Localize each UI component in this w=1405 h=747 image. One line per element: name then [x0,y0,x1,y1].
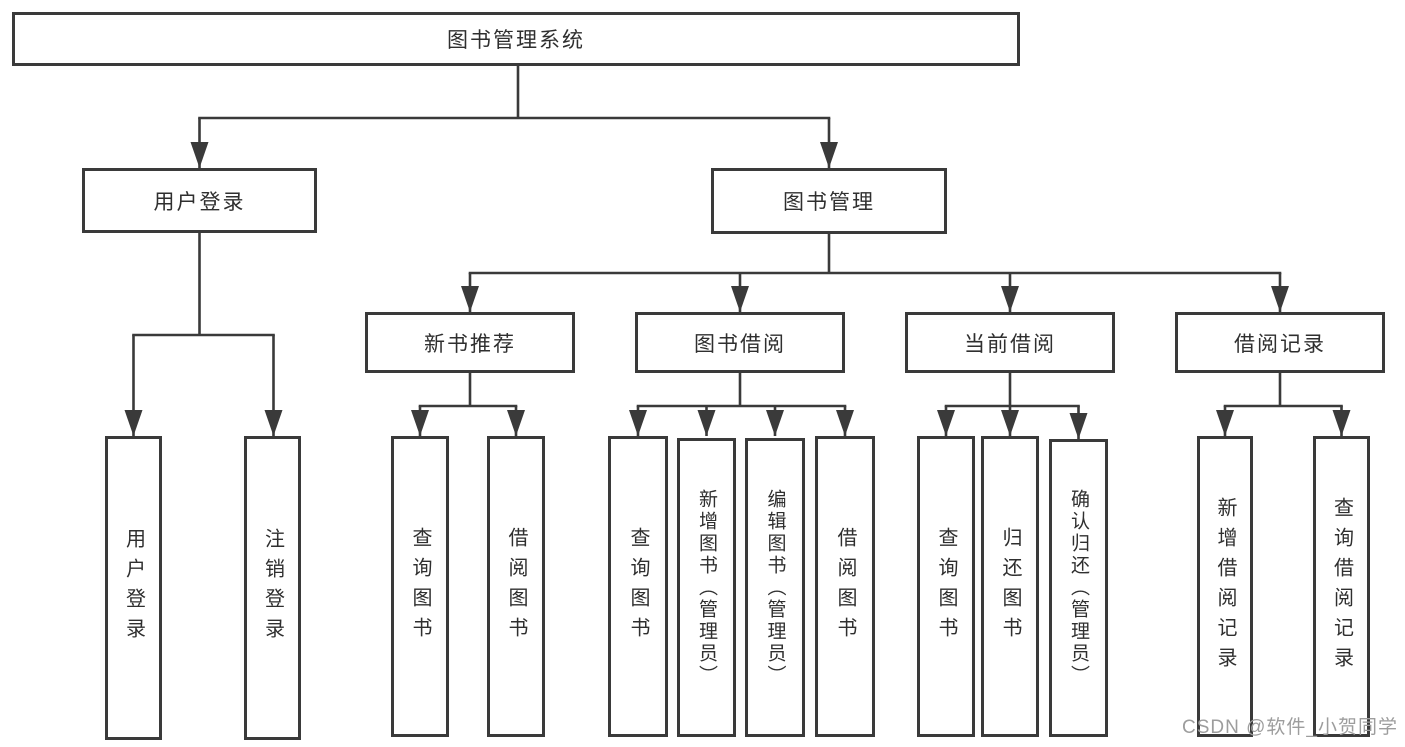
node-book-borrowing: 图书借阅 [635,312,845,373]
node-query-borrow-record: 查询借阅记录 [1313,436,1370,737]
node-label: 查询图书 [627,526,649,647]
node-add-borrow-record: 新增借阅记录 [1197,436,1253,737]
node-edit-book-admin: 编辑图书（管理员） [745,438,805,737]
node-label: 用户登录 [153,190,246,214]
node-logout: 注销登录 [244,436,301,740]
node-query-books-recommend: 查询图书 [391,436,449,737]
node-borrow-books-borrowing: 借阅图书 [815,436,875,737]
node-label: 图书借阅 [694,332,786,356]
node-label: 查询图书 [935,526,957,647]
node-label: 新增借阅记录 [1214,496,1236,677]
node-query-books-current: 查询图书 [917,436,975,737]
node-label: 查询图书 [409,526,431,647]
node-label: 注销登录 [261,528,284,648]
arrow-connectors [124,118,1351,439]
node-label: 查询借阅记录 [1330,496,1353,677]
node-label: 当前借阅 [964,332,1056,356]
node-user-login: 用户登录 [105,436,162,740]
node-label: 编辑图书（管理员） [764,488,786,687]
node-confirm-return-admin: 确认归还（管理员） [1049,439,1108,737]
node-label: 图书管理系统 [447,29,585,52]
csdn-watermark: CSDN @软件_小贺同学 [1182,717,1398,738]
node-user-login-module: 用户登录 [82,168,317,233]
node-label: 用户登录 [122,528,145,648]
node-label: 新书推荐 [424,332,516,356]
node-library-system: 图书管理系统 [12,12,1020,66]
node-label: 确认归还（管理员） [1068,489,1089,687]
node-book-management: 图书管理 [711,168,947,234]
node-label: 借阅记录 [1234,332,1326,356]
node-label: 图书管理 [783,191,875,214]
node-add-book-admin: 新增图书（管理员） [677,438,736,737]
node-borrowing-records: 借阅记录 [1175,312,1385,373]
node-label: 借阅图书 [834,526,856,647]
node-return-book: 归还图书 [981,436,1039,737]
node-borrow-books-recommend: 借阅图书 [487,436,545,737]
node-label: 新增图书（管理员） [696,488,717,687]
node-label: 借阅图书 [505,526,527,647]
node-current-borrowing: 当前借阅 [905,312,1115,373]
node-label: 归还图书 [999,526,1021,647]
node-new-book-recommend: 新书推荐 [365,312,575,373]
node-query-books-borrowing: 查询图书 [608,436,668,737]
